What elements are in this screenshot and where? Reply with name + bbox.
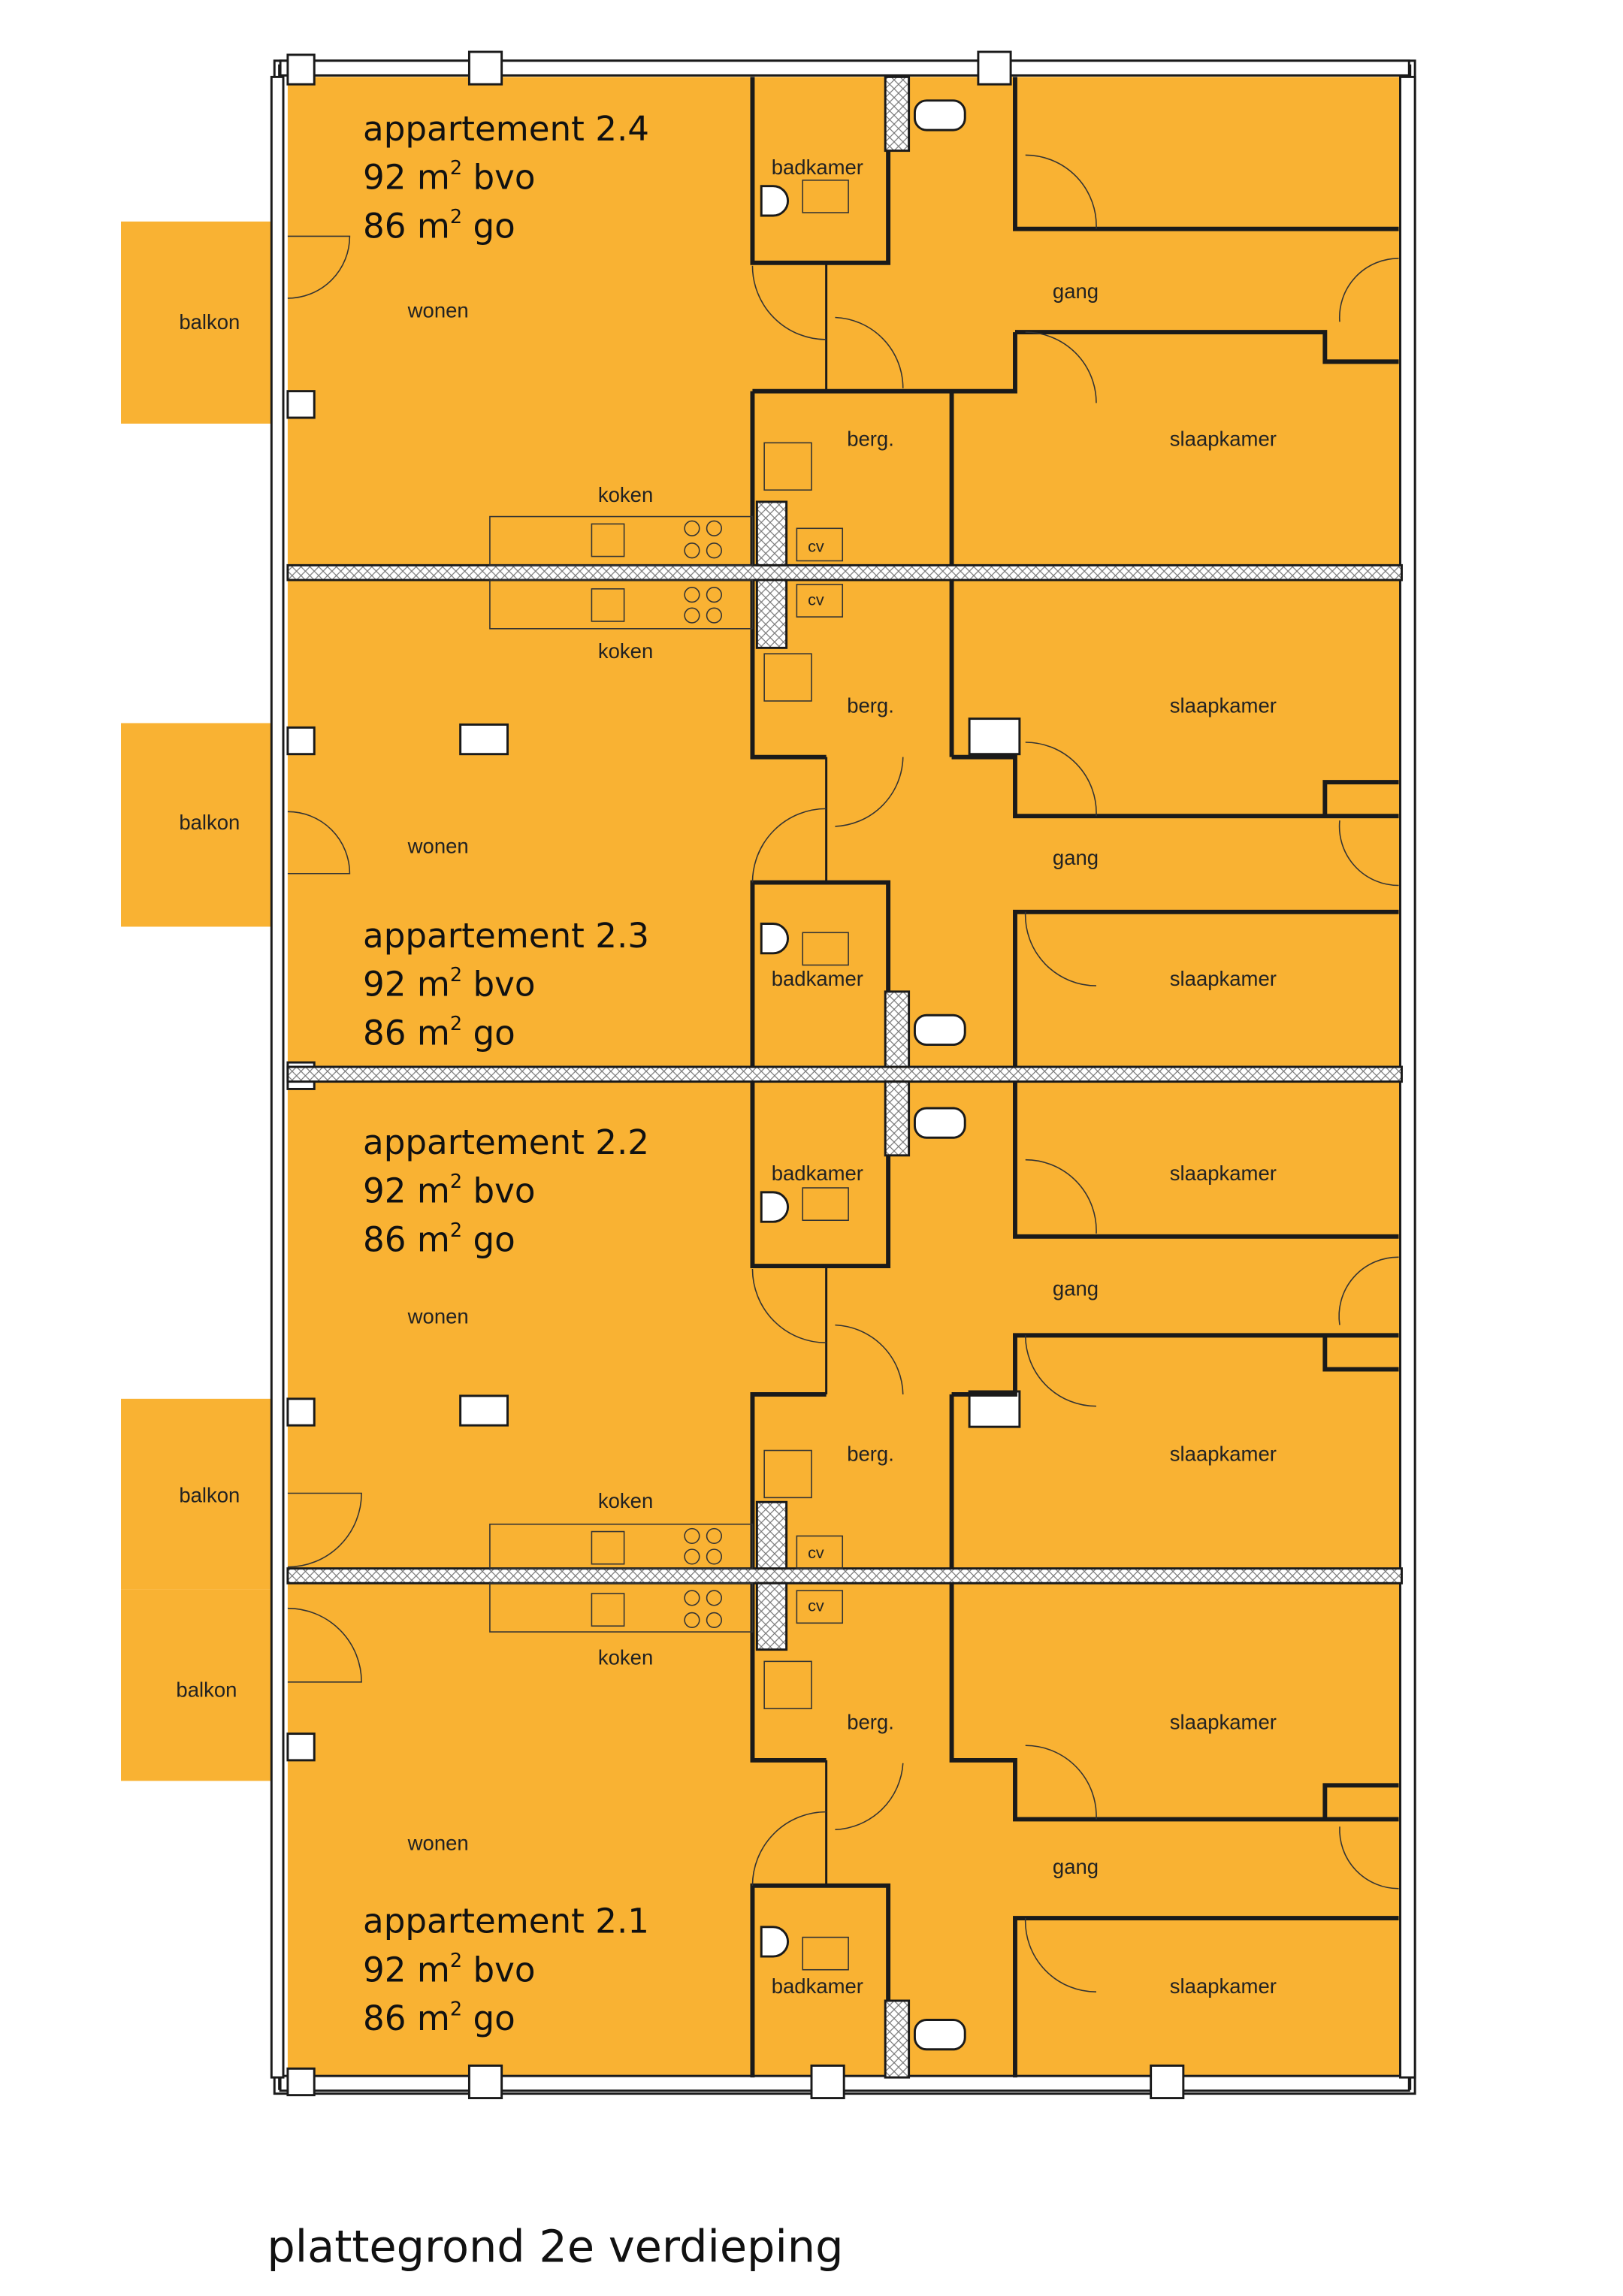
svg-text:92 m2 bvo: 92 m2 bvo xyxy=(363,1171,535,1211)
party-wall-3 xyxy=(286,1567,1403,1585)
balcony-2-2 xyxy=(121,1398,275,1590)
columns xyxy=(286,50,1185,2100)
room-label-berg: berg. xyxy=(847,1711,894,1734)
room-label-berg: berg. xyxy=(847,694,894,718)
room-label-koken: koken xyxy=(598,639,653,663)
room-label-slaapkamer: slaapkamer xyxy=(1170,1162,1277,1185)
room-label-koken: koken xyxy=(598,483,653,506)
apartment-2-1-label: appartement 2.1 92 m2 bvo 86 m2 go xyxy=(363,1902,649,2039)
svg-text:92 m2 bvo: 92 m2 bvo xyxy=(363,157,535,198)
room-label-gang: gang xyxy=(1053,279,1099,303)
room-label-gang: gang xyxy=(1053,1276,1099,1300)
toilet-icons xyxy=(760,99,966,2051)
balcony-2-4 xyxy=(121,221,275,424)
kitchen-units xyxy=(489,180,849,1971)
room-label-koken: koken xyxy=(598,1645,653,1669)
room-label-slaapkamer: slaapkamer xyxy=(1170,427,1277,450)
room-label-balkon: balkon xyxy=(179,1483,240,1506)
room-label-badkamer: badkamer xyxy=(772,967,863,990)
room-label-slaapkamer: slaapkamer xyxy=(1170,1442,1277,1465)
svg-text:92 m2 bvo: 92 m2 bvo xyxy=(363,1950,535,1990)
room-label-gang: gang xyxy=(1053,1855,1099,1878)
room-labels: badkamer gang wonen balkon berg. slaapka… xyxy=(176,156,1276,1998)
room-label-slaapkamer: slaapkamer xyxy=(1170,1974,1277,1998)
svg-text:86 m2 go: 86 m2 go xyxy=(363,1998,515,2039)
room-label-badkamer: badkamer xyxy=(772,1162,863,1185)
room-label-berg: berg. xyxy=(847,1442,894,1465)
room-label-cv: cv xyxy=(808,537,824,556)
party-wall-2 xyxy=(286,1065,1403,1083)
room-label-cv: cv xyxy=(808,1543,824,1562)
svg-text:86 m2 go: 86 m2 go xyxy=(363,1013,515,1053)
apartment-2-3-label: appartement 2.3 92 m2 bvo 86 m2 go xyxy=(363,916,649,1053)
room-label-wonen: wonen xyxy=(407,834,469,857)
svg-text:86 m2 go: 86 m2 go xyxy=(363,1219,515,1260)
interior-walls xyxy=(750,77,1399,2078)
room-label-slaapkamer: slaapkamer xyxy=(1170,694,1277,718)
apartment-name: appartement 2.2 xyxy=(363,1122,649,1162)
room-label-badkamer: badkamer xyxy=(772,156,863,179)
balconies xyxy=(121,221,275,1781)
svg-text:92 m2 bvo: 92 m2 bvo xyxy=(363,964,535,1005)
apartment-name: appartement 2.4 xyxy=(363,109,649,149)
plan-caption: plattegrond 2e verdieping xyxy=(267,2221,843,2273)
room-label-wonen: wonen xyxy=(407,1305,469,1328)
room-label-koken: koken xyxy=(598,1489,653,1512)
shafts xyxy=(755,75,911,2079)
room-label-balkon: balkon xyxy=(179,811,240,834)
room-label-cv: cv xyxy=(808,1597,824,1615)
room-label-slaapkamer: slaapkamer xyxy=(1170,1711,1277,1734)
apartment-2-4-label: appartement 2.4 92 m2 bvo 86 m2 go xyxy=(363,109,649,246)
room-label-berg: berg. xyxy=(847,427,894,450)
apartment-2-2-label: appartement 2.2 92 m2 bvo 86 m2 go xyxy=(363,1122,649,1260)
apartment-name: appartement 2.1 xyxy=(363,1902,649,1941)
balcony-2-3 xyxy=(121,723,275,927)
svg-text:86 m2 go: 86 m2 go xyxy=(363,206,515,246)
room-label-balkon: balkon xyxy=(179,310,240,334)
party-wall-1 xyxy=(286,563,1403,582)
room-label-gang: gang xyxy=(1053,846,1099,869)
room-label-badkamer: badkamer xyxy=(772,1974,863,1998)
door-swings xyxy=(287,154,1399,1992)
room-label-wonen: wonen xyxy=(407,298,469,322)
balcony-2-1 xyxy=(121,1589,275,1781)
room-label-balkon: balkon xyxy=(176,1678,237,1701)
room-label-wonen: wonen xyxy=(407,1832,469,1855)
apartment-name: appartement 2.3 xyxy=(363,916,649,956)
hob-icon xyxy=(684,520,723,1628)
room-label-slaapkamer: slaapkamer xyxy=(1170,967,1277,990)
room-label-cv: cv xyxy=(808,590,824,609)
